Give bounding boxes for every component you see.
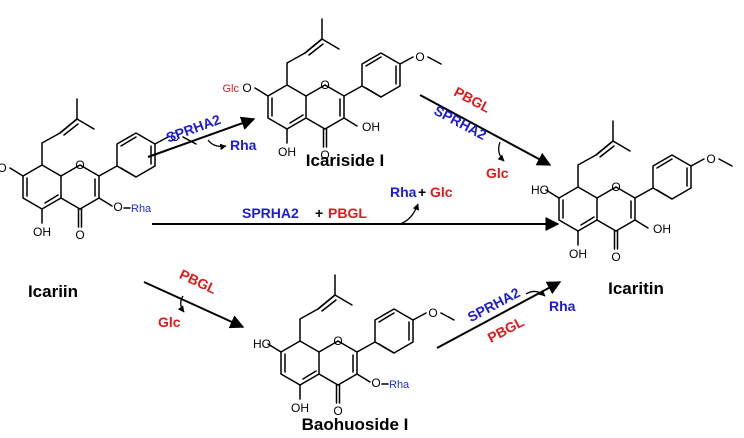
baohuoside-rha-substituent: Rha — [389, 379, 410, 391]
released-rha-direct: Rha — [390, 184, 417, 200]
baohuoside-name: Baohuoside I — [302, 415, 409, 434]
enzyme-pbgl-step1: PBGL — [177, 266, 219, 297]
icariin-7-oxygen: O — [0, 161, 7, 175]
baohuoside-structure: HO O Rha — [253, 274, 455, 419]
icariin-name: Icariin — [28, 282, 78, 301]
icariside-7-oxygen: O — [242, 81, 251, 95]
released-rha-step1: Rha — [230, 137, 257, 153]
enzyme-sprha2-direct: SPRHA2 — [242, 205, 299, 221]
release-arrow-direct — [399, 203, 419, 225]
plus-sign-enzymes: + — [315, 205, 323, 221]
arrow-icariin-to-baohuoside — [143, 281, 245, 329]
arrow-icariin-to-icariside — [147, 116, 256, 158]
enzyme-pbgl-direct: PBGL — [328, 205, 367, 221]
released-glc-step2: Glc — [486, 165, 509, 181]
release-arrow-rha-step1 — [207, 139, 227, 151]
icariside-3-hydroxyl: OH — [362, 120, 380, 134]
icaritin-name: Icaritin — [608, 279, 664, 298]
released-glc-step1: Glc — [158, 314, 181, 330]
released-glc-direct: Glc — [430, 184, 453, 200]
icariside-name: Icariside I — [306, 151, 384, 170]
baohuoside-3-oxygen: O — [371, 376, 380, 390]
release-arrow-glc-step2 — [497, 141, 505, 162]
icariside-glc-substituent: Glc — [223, 83, 240, 95]
plus-sign-sugars: + — [418, 184, 426, 200]
icaritin-3-hydroxyl: OH — [653, 222, 671, 236]
icaritin-7-hydroxyl: HO — [531, 183, 549, 197]
release-arrow-glc-step1 — [177, 295, 185, 313]
icariin-3-oxygen: O — [113, 200, 122, 214]
baohuoside-7-hydroxyl: HO — [253, 337, 271, 351]
icariin-rha-substituent: Rha — [131, 203, 152, 215]
icariside-structure: O Glc OH — [223, 18, 442, 163]
released-rha-step2b: Rha — [549, 298, 576, 314]
icaritin-structure: HO OH — [531, 120, 733, 265]
arrow-icariside-to-icaritin — [419, 94, 552, 166]
release-arrow-rha-step2b — [525, 289, 546, 297]
icariin-structure: O Glc O Rha — [0, 98, 197, 243]
